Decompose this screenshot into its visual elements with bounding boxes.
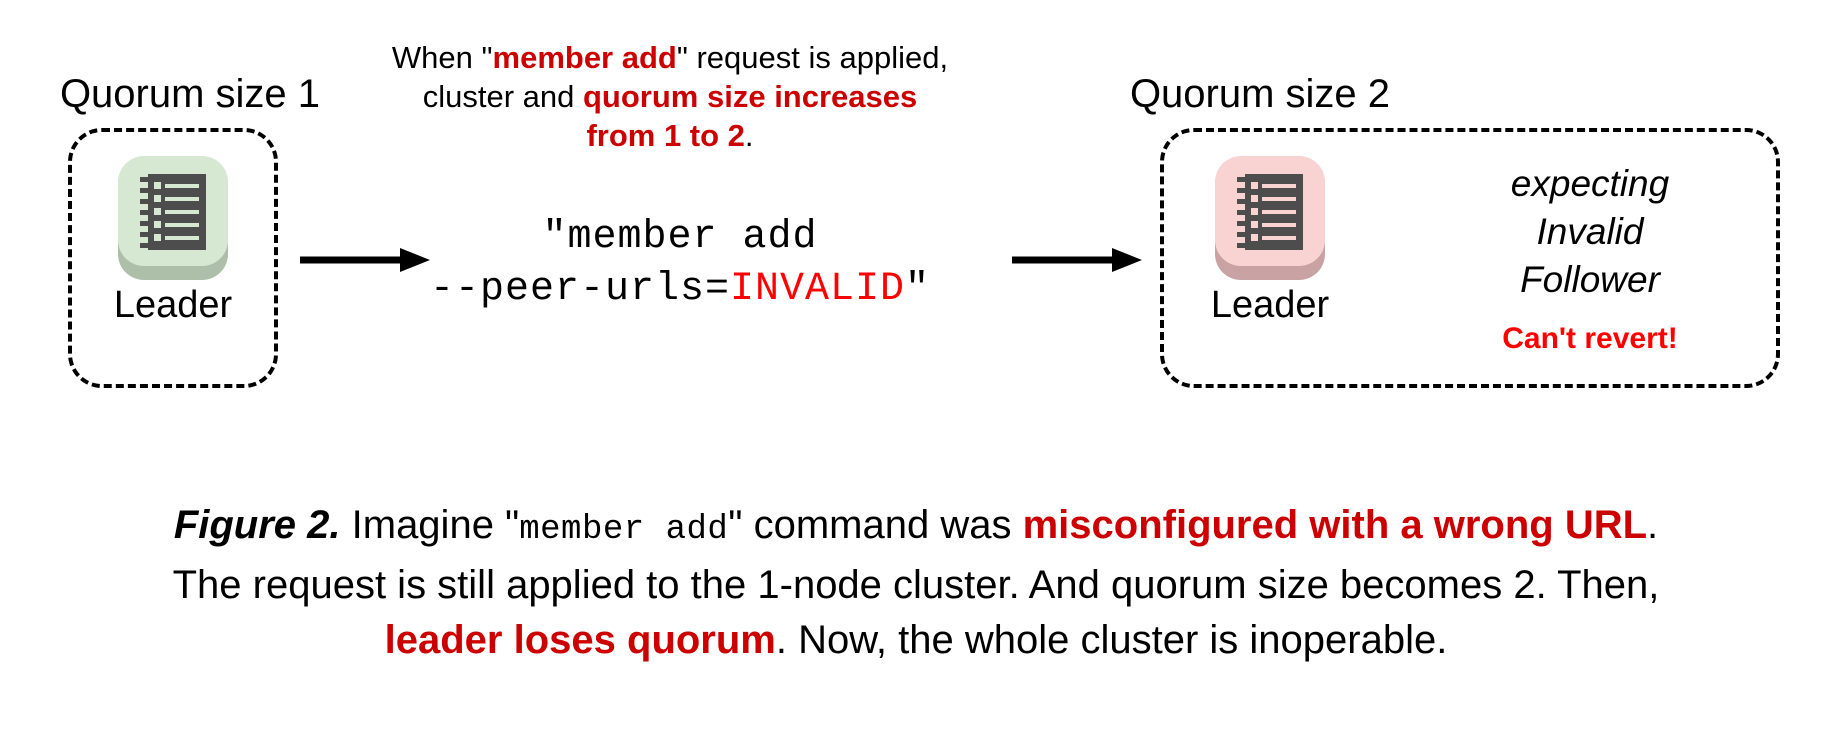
annotation-l1-a: When " [391,40,493,75]
right-cluster-label: Quorum size 2 [1129,72,1391,116]
sidenote-line-3: Follower [1520,259,1660,300]
left-cluster-label: Quorum size 1 [59,72,321,116]
annotation-line-3: from 1 to 2. [350,116,990,155]
command-text: "member add --peer-urls=INVALID" [400,212,960,316]
caption-l1-mono: member add [519,511,729,549]
caption-line-1: Figure 2. Imagine "member add" command w… [36,498,1796,558]
command-l2-flag: --peer-urls= [429,267,730,312]
annotation-l2-a: cluster and [422,79,583,114]
annotation-text: When "member add" request is applied, cl… [350,38,990,155]
command-l2-quote: " [905,267,931,312]
caption-l1-b: " command was [728,503,1023,547]
annotation-line-2: cluster and quorum size increases [350,77,990,116]
command-invalid-value: INVALID [730,267,906,312]
command-line-2: --peer-urls=INVALID" [400,264,960,316]
left-node-label: Leader [113,284,233,326]
sidenote-line-2: Invalid [1536,211,1644,252]
annotation-l1-b: " request is applied, [676,40,949,75]
right-cluster-sidenote: expecting Invalid Follower Can't revert! [1430,160,1750,356]
right-leader-node: Leader [1186,152,1354,326]
caption-l3-b: . Now, the whole cluster is inoperable. [775,618,1448,662]
arrow-command-to-right [1012,245,1142,275]
cant-revert-warning: Can't revert! [1502,322,1678,355]
caption-l1-c: . [1647,503,1659,547]
annotation-l3-highlight: from 1 to 2 [586,118,745,153]
right-node-icon-wrap [1208,152,1332,280]
caption-line-3: leader loses quorum. Now, the whole clus… [36,613,1796,668]
caption-l1-highlight: misconfigured with a wrong URL [1022,503,1648,547]
annotation-line-1: When "member add" request is applied, [350,38,990,77]
command-line-1: "member add [542,215,818,260]
right-cluster-boundary [1160,128,1780,388]
caption-line-2: The request is still applied to the 1-no… [172,563,1660,607]
figure-caption: Figure 2. Imagine "member add" command w… [36,498,1796,668]
arrow-left-to-command [300,245,430,275]
caption-figure-label: Figure 2. [173,503,341,547]
sidenote-line-1: expecting [1510,163,1670,204]
left-node-icon-wrap [111,152,235,280]
left-leader-node: Leader [89,152,257,326]
left-cluster-boundary [68,128,278,388]
server-rack-icon [1215,156,1325,266]
right-node-label: Leader [1210,284,1330,326]
caption-l1-a: Imagine " [340,503,520,547]
annotation-l3-b: . [744,118,754,153]
annotation-l2-highlight: quorum size increases [583,79,918,114]
caption-l3-highlight: leader loses quorum [384,618,776,662]
annotation-l1-highlight: member add [492,40,677,75]
server-rack-icon [118,156,228,266]
